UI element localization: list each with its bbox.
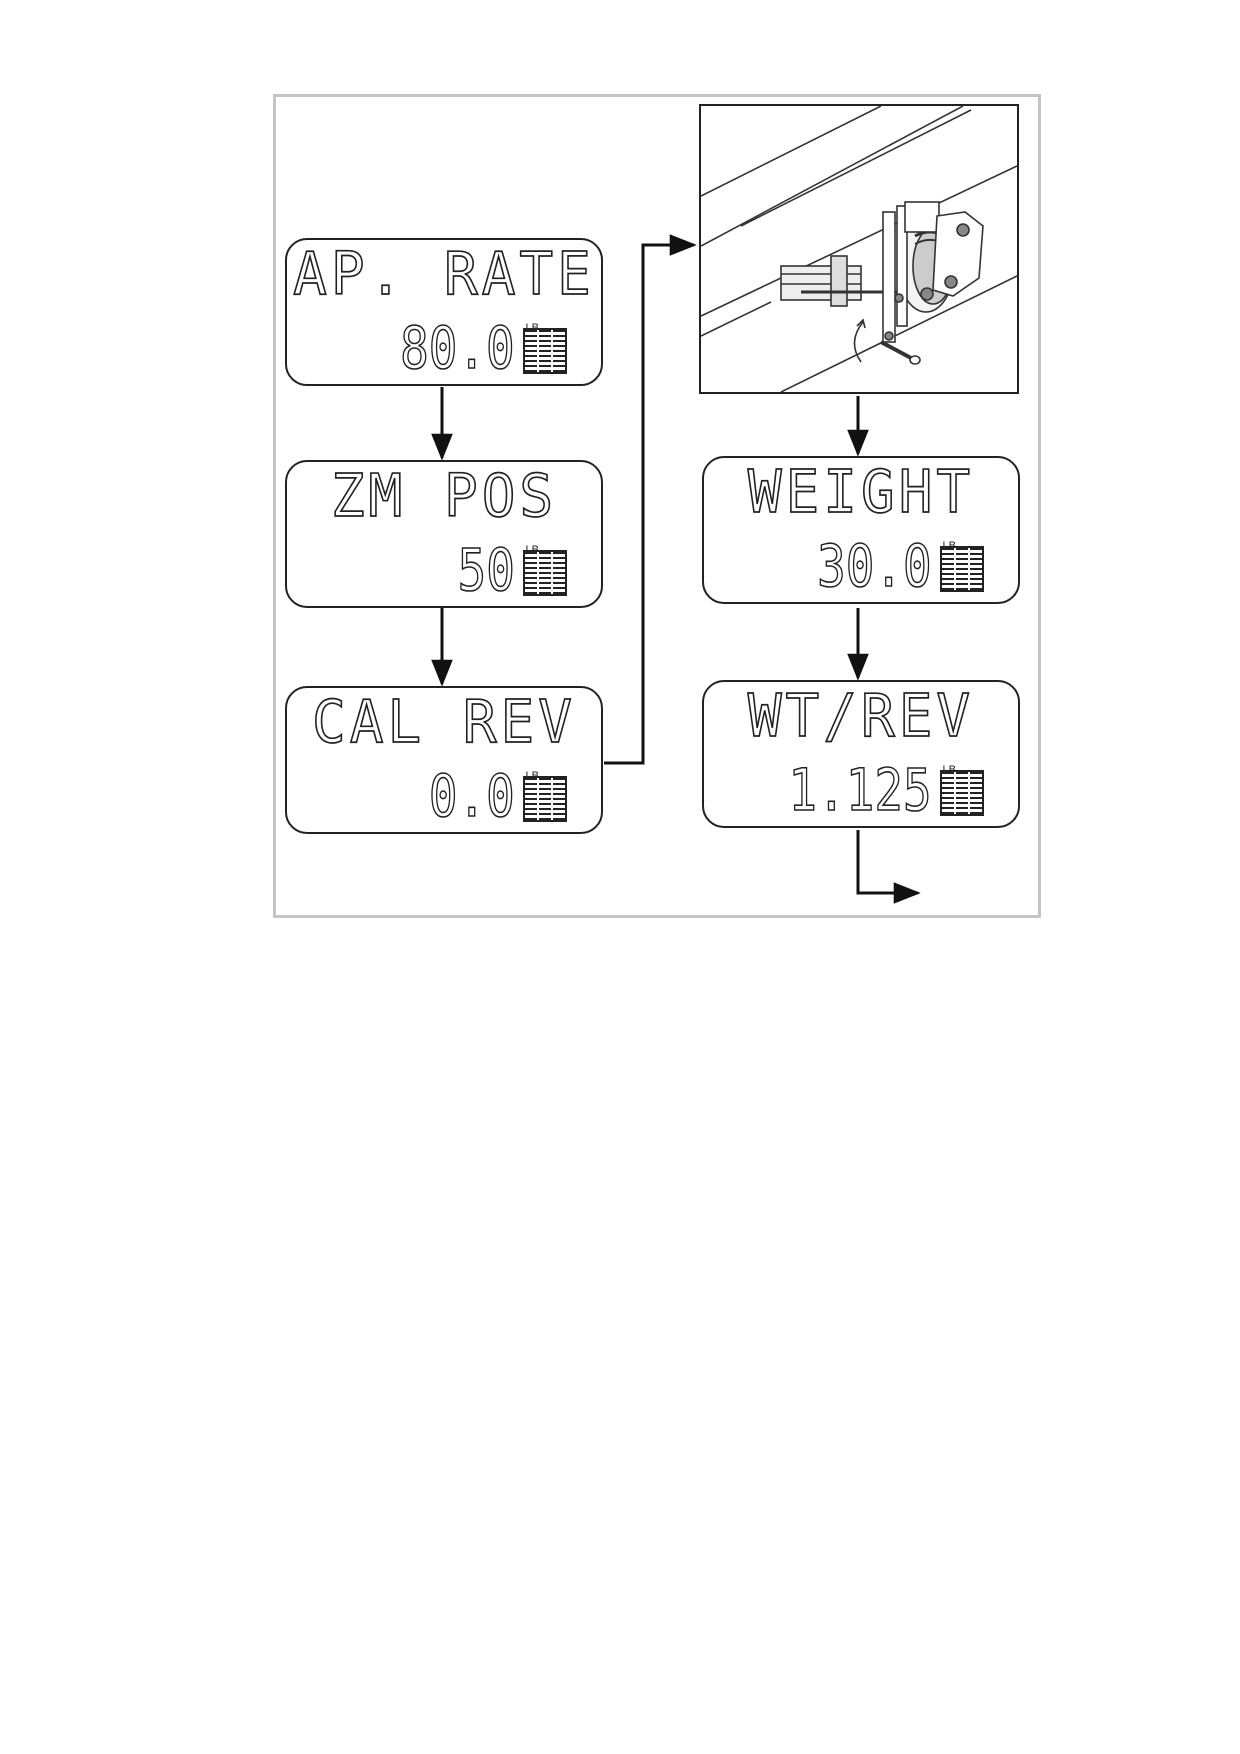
bargraph-icon [940,770,984,816]
arrow-calrev-to-machine [604,234,697,765]
display-value: 1.125 [788,755,932,825]
lcd-display-wt-rev: WT/REV 1.125 LB [702,680,1020,828]
bargraph-icon [523,328,567,374]
display-title: AP. RATE [292,240,595,310]
lcd-display-zm-pos: ZM POS 50 LB [285,460,603,608]
display-value: 50 [457,535,516,605]
display-value: 80.0 [400,313,516,383]
bargraph-icon [940,546,984,592]
bargraph-icon [523,776,567,822]
arrow-wtrev-next [856,830,921,904]
display-title: WEIGHT [747,458,975,528]
metering-wheel-assembly-icon [699,104,1019,394]
display-value: 0.0 [428,761,515,831]
display-title: WT/REV [747,682,975,752]
display-title: ZM POS [330,462,558,532]
lcd-display-weight: WEIGHT 30.0 LB [702,456,1020,604]
lcd-display-ap-rate: AP. RATE 80.0 LB [285,238,603,386]
display-value: 30.0 [817,531,933,601]
bargraph-icon [523,550,567,596]
display-title: CAL REV [311,688,576,758]
lcd-display-cal-rev: CAL REV 0.0 LB [285,686,603,834]
